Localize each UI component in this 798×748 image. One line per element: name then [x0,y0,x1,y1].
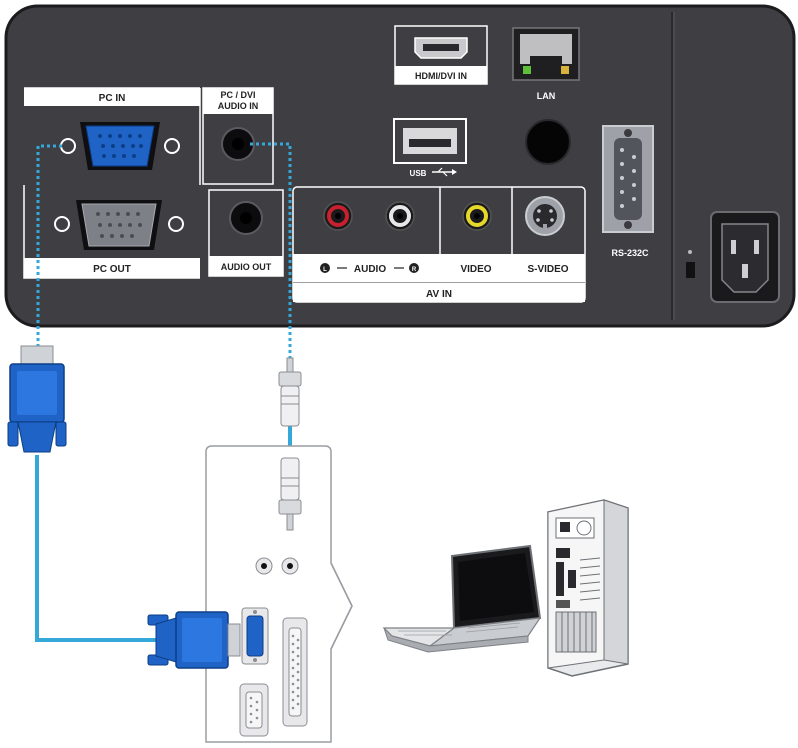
projector-back-panel [4,4,796,328]
rs232c-label: RS-232C [611,248,649,258]
usb-label: USB [410,169,427,178]
rs232c-port: RS-232C [602,125,654,258]
video-label: VIDEO [460,264,491,275]
pc-dvi-audio-in-label-line1: PC / DVI [220,90,255,100]
pc-dvi-audio-in-group: PC / DVI AUDIO IN [202,87,274,185]
laptop-icon [382,544,542,653]
vga-cable [35,455,158,642]
s-video-jack [525,196,565,236]
pc-out-group: PC OUT [23,185,200,279]
audio-left-rca-jack [323,201,353,231]
audio-right-symbol-icon [409,263,419,273]
desktop-tower-icon [547,499,629,677]
usb-trident-icon [432,167,457,177]
av-in-label: AV IN [426,289,452,300]
audio-out-label: AUDIO OUT [221,262,272,272]
pc-serial-port [239,683,269,737]
lan-label: LAN [537,91,556,101]
audio-cable-dotted [250,142,292,362]
video-rca-jack [462,201,492,231]
lan-port: LAN [512,27,580,101]
audio-label: AUDIO [354,264,386,275]
pc-out-vga-port [54,200,184,250]
vga-cable-dotted [36,144,62,348]
vga-plug-top [7,345,67,453]
vga-plug-bottom [147,611,241,669]
pc-dvi-audio-in-jack [221,127,255,161]
pc-parallel-port [282,617,308,727]
audio-left-symbol-icon [320,263,330,273]
pc-out-label: PC OUT [93,264,131,275]
right-arrow-icon [330,562,353,650]
pc-dvi-audio-in-label-line2: AUDIO IN [218,101,259,111]
s-video-label: S-VIDEO [527,264,568,275]
audio-right-symbol: R [412,267,417,273]
audio-right-rca-jack [385,201,415,231]
pc-audio-jack-left [255,557,273,575]
audio-plug-top [278,357,302,427]
kensington-slot-icon [686,250,695,278]
usb-port: USB [393,118,467,178]
pc-in-group: PC IN [24,87,201,185]
round-port-cover [525,119,571,165]
hdmi-dvi-in-label: HDMI/DVI IN [415,71,467,81]
pc-in-label: PC IN [99,93,126,104]
av-in-group: L AUDIO R VIDEO S-VIDEO AV IN [292,186,586,303]
audio-out-jack [229,201,263,235]
pc-back-panel [205,445,353,743]
audio-plug-bottom [278,457,302,531]
audio-out-group: AUDIO OUT [208,189,284,277]
power-inlet [710,211,780,303]
pc-audio-jack-right [281,557,299,575]
audio-left-symbol: L [323,267,327,273]
pc-vga-port [241,607,269,665]
hdmi-dvi-in-port: HDMI/DVI IN [394,25,488,85]
pc-in-vga-port [60,122,180,170]
